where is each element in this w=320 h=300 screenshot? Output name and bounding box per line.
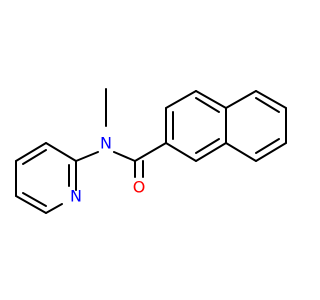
bond-py-c3-c4 <box>15 142 47 162</box>
bond-naph-c8-c8a <box>225 142 257 162</box>
bond-py-c5-c6-inner <box>22 192 47 207</box>
bond-py-c3-c4-inner <box>22 149 47 165</box>
atom-label-carbonyl-oxygen: O <box>133 178 146 197</box>
bond-n-carbonyl <box>113 151 136 162</box>
bond-py-c2-c3 <box>45 142 77 162</box>
atom-label-amide-nitrogen: N <box>100 134 112 153</box>
bond-py-c5-c6 <box>15 195 47 214</box>
bond-py-c6-n <box>45 203 63 214</box>
atom-label-pyridine-nitrogen: N <box>70 187 82 206</box>
bond-naph-c4a-c5 <box>225 90 257 109</box>
bond-naph-c5-c6-inner <box>255 97 280 113</box>
bond-naph-c8a-c1-inner <box>195 138 220 154</box>
bond-naph-c7-c8 <box>255 142 287 162</box>
bond-naph-c8a-c1 <box>195 142 227 162</box>
bond-naph-c4-c4a <box>195 90 227 109</box>
bond-naph-c5-c6 <box>255 90 287 109</box>
molecule-structure-diagram: N N O <box>15 88 287 214</box>
bond-naph-c3-c4 <box>165 90 197 109</box>
bond-carbonyl-naphthyl <box>134 142 167 162</box>
bond-naph-c7-c8-inner <box>255 138 280 154</box>
bond-naph-c1-c2 <box>165 142 197 162</box>
bond-n-pyridine <box>75 151 99 162</box>
bond-naph-c4-c4a-inner <box>195 97 220 113</box>
